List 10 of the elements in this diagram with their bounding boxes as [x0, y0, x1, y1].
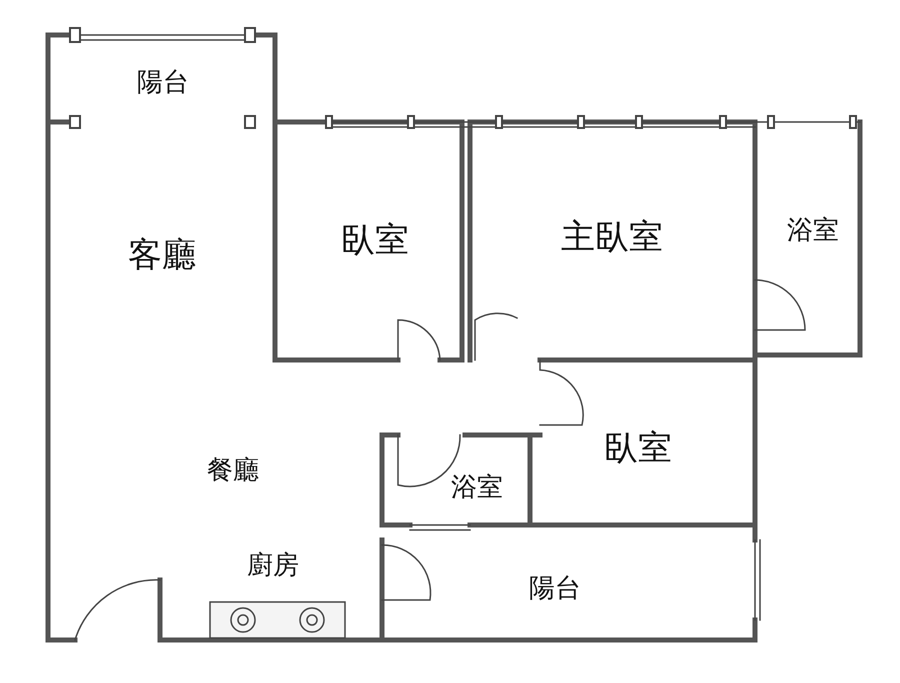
room-label: 客廳	[128, 234, 196, 277]
room-label: 陽台	[529, 572, 581, 606]
room-label: 浴室	[451, 472, 503, 504]
room-label: 廚房	[247, 550, 299, 582]
room-label: 主臥室	[561, 216, 663, 259]
room-label: 浴室	[787, 214, 839, 248]
room-label: 臥室	[341, 219, 409, 262]
room-label: 陽台	[137, 66, 189, 100]
room-label: 餐廳	[207, 454, 259, 488]
room-label: 臥室	[604, 427, 672, 470]
